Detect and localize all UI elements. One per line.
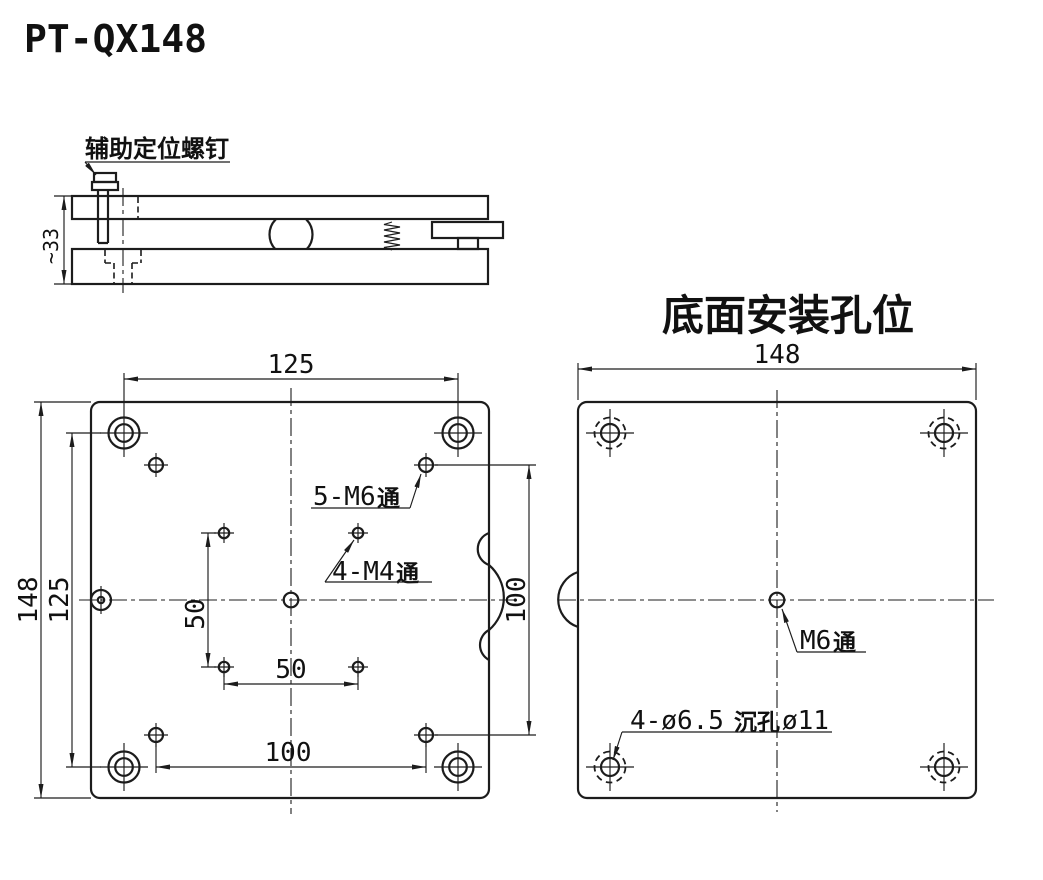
label-text-latin-2: ø11: [782, 706, 829, 736]
bottom-view-heading: 底面安装孔位: [662, 292, 914, 339]
label-text-latin-1: 4-ø6.5: [630, 706, 724, 736]
dim-text: 100: [502, 577, 532, 624]
knob-knurled-wheel: [430, 220, 505, 240]
label-text-latin: 5-M6: [313, 482, 376, 512]
label-leader: [781, 608, 798, 653]
dim-top-125: 125: [123, 350, 459, 409]
hole-cb-bl: [100, 743, 148, 791]
dim-text: 50: [181, 598, 211, 629]
dim-ext-lines: [435, 464, 536, 736]
side-bottom-plate: [70, 247, 490, 286]
aux-screw: [90, 171, 142, 293]
dim-text: 148: [754, 340, 801, 370]
dim-left-148: 148: [14, 401, 91, 799]
edge-hole-left: [89, 586, 113, 614]
t-slot-hidden-pocket: [104, 250, 142, 283]
screw-shaft: [96, 190, 110, 245]
label-4-m4: 4-M4 通: [324, 539, 432, 587]
side-top-plate: [70, 194, 490, 221]
corner-counterbore-holes: [100, 409, 482, 791]
hole-m4-tr: [348, 523, 368, 543]
label-leader: [612, 731, 623, 761]
label-counterbore: 4-ø6.5 沉孔 ø11: [612, 706, 832, 761]
page-title: PT-QX148: [24, 17, 207, 61]
side-view: ~33 辅助定位螺钉: [39, 135, 505, 293]
dim-top-148: 148: [577, 340, 977, 400]
label-leader: [324, 539, 355, 583]
dim-right-100: 100: [435, 464, 536, 736]
label-5-m6: 5-M6 通: [311, 473, 422, 512]
dim-horizontal-50: 50: [223, 655, 359, 690]
knob-recess-profile: [476, 531, 505, 661]
spring: [383, 221, 401, 251]
hole-m4-tl: [214, 523, 234, 543]
dim-vertical-50: 50: [181, 532, 216, 668]
dim-text: 148: [14, 577, 44, 624]
dim-text: 100: [265, 738, 312, 768]
screw-label-text: 辅助定位螺钉: [85, 135, 229, 163]
label-m6-center: M6 通: [781, 608, 866, 656]
dim-ext-lines: [34, 401, 91, 799]
dim-text: 125: [45, 577, 75, 624]
hole-cb-br: [434, 743, 482, 791]
m4-holes: [214, 523, 368, 677]
hole-cb-tr: [920, 409, 968, 457]
dim-text: ~33: [39, 228, 63, 264]
corner-counterbore-holes-bottom: [586, 409, 968, 791]
screw-collar: [90, 180, 120, 192]
screw-knurled-cap: [92, 171, 118, 184]
label-text-latin: M6: [800, 626, 831, 656]
bottom-view: 底面安装孔位 148 M6 通: [557, 292, 994, 812]
ball-pivot: [268, 219, 314, 250]
top-view: 125 148 125 100 50 5: [14, 350, 536, 814]
adjust-knob: [430, 220, 505, 251]
label-text-cjk: 沉孔: [734, 709, 780, 735]
hole-cb-bl: [586, 743, 634, 791]
hole-cb-tr: [434, 409, 482, 457]
hole-m6-tl: [144, 453, 168, 477]
dim-text: 50: [275, 655, 306, 685]
label-leader: [409, 473, 422, 509]
label-leader: [84, 161, 97, 176]
knob-stem: [456, 236, 480, 251]
hole-cb-br: [920, 743, 968, 791]
dim-text: 125: [268, 350, 315, 380]
label-text-cjk: 通: [396, 560, 419, 586]
hole-m6-tr: [414, 453, 438, 477]
label-text-cjk: 通: [833, 629, 856, 655]
screw-label: 辅助定位螺钉: [84, 135, 230, 176]
hole-m6-center-bottom: [768, 591, 786, 609]
hole-cb-tl: [586, 409, 634, 457]
hole-cb-tl: [100, 409, 148, 457]
dim-bottom-100: 100: [155, 738, 427, 773]
dim-left-125: 125: [45, 432, 101, 768]
label-text-cjk: 通: [377, 485, 400, 511]
dim-height-33: ~33: [39, 195, 76, 285]
hole-m6-center: [282, 591, 300, 609]
